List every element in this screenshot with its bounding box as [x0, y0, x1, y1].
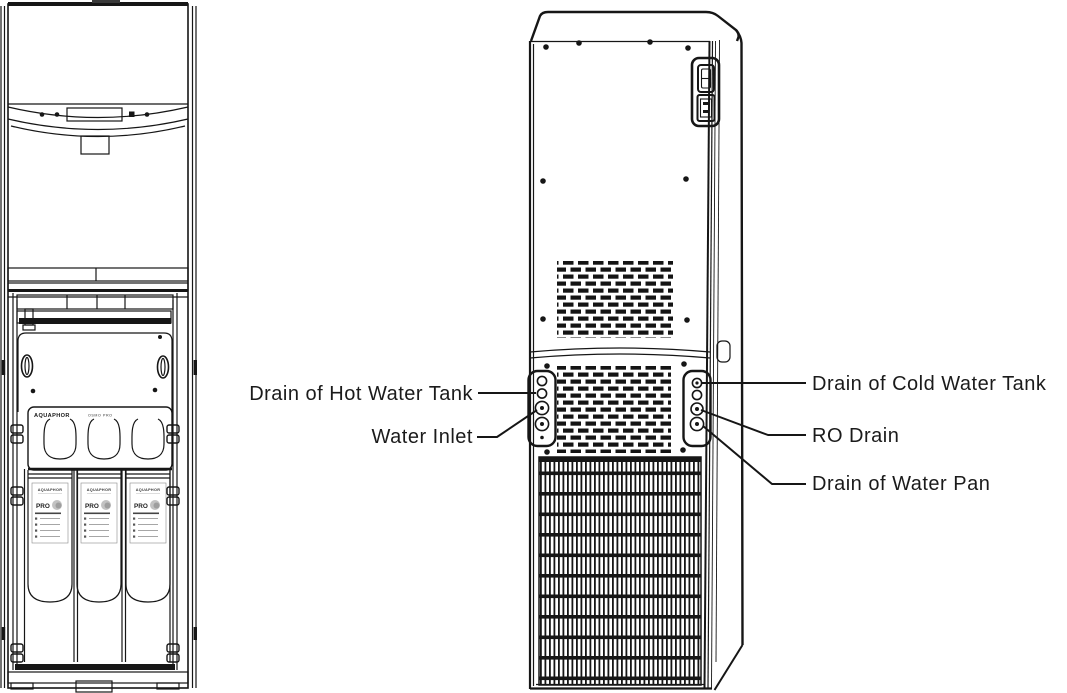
filter-socket-cutout [131, 418, 165, 460]
filter-socket-cutout [87, 418, 121, 460]
band-curve [7, 118, 189, 131]
manifold-brand-label: AQUAPHOR [34, 413, 70, 419]
foot [156, 682, 180, 690]
label-hot-water-drain: Drain of Hot Water Tank [249, 383, 473, 405]
port-lower-left [534, 416, 550, 432]
port-water-pan-drain [689, 416, 705, 432]
leader-ro-drain [700, 409, 806, 436]
power-socket-icon [696, 94, 716, 122]
label-water-inlet: Water Inlet [372, 426, 473, 448]
dispense-spout [80, 135, 110, 155]
top-face [529, 10, 740, 42]
mid-rails [7, 267, 189, 298]
port-water-inlet [534, 400, 550, 416]
open-door-left-panel [0, 6, 6, 688]
screw-dot [540, 435, 544, 440]
filter-compartment: AQUAPHOR OSMO PRO AQUAPHOR PRO [10, 293, 180, 670]
side-handle-recess [716, 340, 731, 363]
cabinet-outline [7, 3, 189, 689]
upper-vent-grid [557, 261, 673, 338]
lower-vent-grid [557, 366, 671, 453]
callout-leaders [477, 382, 806, 485]
door-hinge-mark [1, 627, 6, 640]
button-icon [129, 111, 135, 117]
filter-cartridge-2: AQUAPHOR PRO [76, 470, 122, 603]
top-notch [92, 0, 120, 3]
port-upper-left [536, 375, 548, 387]
band-curve [7, 106, 189, 119]
filter-brand-label: AQUAPHOR [136, 488, 161, 492]
filter-socket-cutout [43, 418, 77, 460]
panel-seam [529, 353, 711, 359]
inner-spigot-cap [22, 324, 36, 331]
rail-hinges [10, 424, 180, 663]
screw-dot [152, 387, 158, 393]
power-panel [690, 56, 721, 128]
open-door-right-panel [191, 6, 197, 688]
front-base [7, 664, 189, 693]
panel-seam [529, 347, 711, 353]
port-ro-drain [690, 402, 704, 416]
dispense-panel [7, 103, 189, 155]
screw-dot [30, 388, 36, 394]
display-window [66, 107, 123, 122]
base-center-tray [75, 680, 113, 693]
filter-series-label: PRO [85, 503, 99, 510]
port-cold-water-drain [691, 377, 703, 389]
port-hot-water-drain [536, 388, 548, 399]
front-view-open-door: AQUAPHOR OSMO PRO AQUAPHOR PRO [0, 0, 197, 693]
cabinet-top-edge [8, 2, 188, 6]
filter-manifold-bracket: AQUAPHOR OSMO PRO [27, 406, 173, 471]
left-connection-bracket [527, 369, 557, 448]
label-ro-drain: RO Drain [812, 425, 899, 447]
condenser-grille [538, 456, 702, 686]
filter-brand-label: AQUAPHOR [38, 488, 63, 492]
port-upper-right [691, 389, 703, 401]
filter-series-label: PRO [36, 503, 50, 510]
callout-labels: Drain of Hot Water Tank Water Inlet Drai… [249, 373, 1047, 495]
band-curve [10, 125, 186, 138]
filter-cartridge-3: AQUAPHOR PRO [125, 470, 171, 603]
screw-dot [158, 335, 162, 339]
label-cold-water-drain: Drain of Cold Water Tank [812, 373, 1047, 395]
thumbscrew-left [20, 354, 34, 378]
button-icon [54, 112, 60, 117]
side-face [711, 29, 744, 691]
thumbscrew-right [156, 355, 170, 379]
label-water-pan-drain: Drain of Water Pan [812, 473, 990, 495]
door-hinge-mark [1, 360, 6, 375]
foot [10, 682, 34, 690]
screw-dots [540, 39, 691, 455]
filter-brand-label: AQUAPHOR [87, 488, 112, 492]
inner-back-panel [17, 332, 173, 412]
leader-water-inlet [477, 409, 538, 438]
filter-series-label: PRO [134, 503, 148, 510]
door-hinge-mark [193, 360, 197, 375]
right-connection-bracket [682, 369, 712, 448]
back-view [527, 10, 744, 691]
manifold-model-label: OSMO PRO [88, 414, 113, 418]
filter-cartridge-1: AQUAPHOR PRO [27, 470, 73, 603]
power-switch-icon [697, 64, 715, 93]
leader-pan-drain [702, 425, 806, 485]
door-hinge-mark [193, 627, 197, 640]
